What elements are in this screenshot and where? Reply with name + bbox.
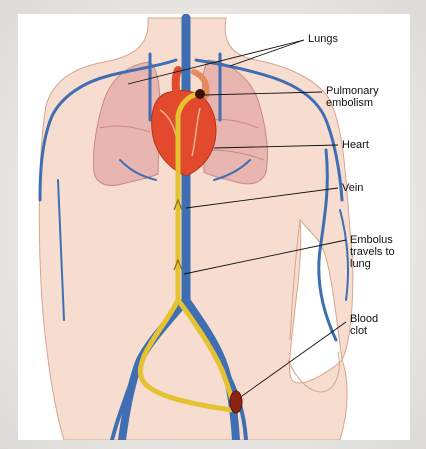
label-embolus: Embolus travels to lung [350,234,402,270]
label-vein: Vein [342,182,363,194]
label-blood-clot: Blood clot [350,313,390,337]
label-heart: Heart [342,139,369,151]
label-lungs: Lungs [308,33,338,45]
label-pulmonary-embolism: Pulmonary embolism [326,85,388,109]
body-silhouette [39,18,353,440]
blood-clot [230,391,242,413]
pulmonary-embolism-dot [195,89,205,99]
